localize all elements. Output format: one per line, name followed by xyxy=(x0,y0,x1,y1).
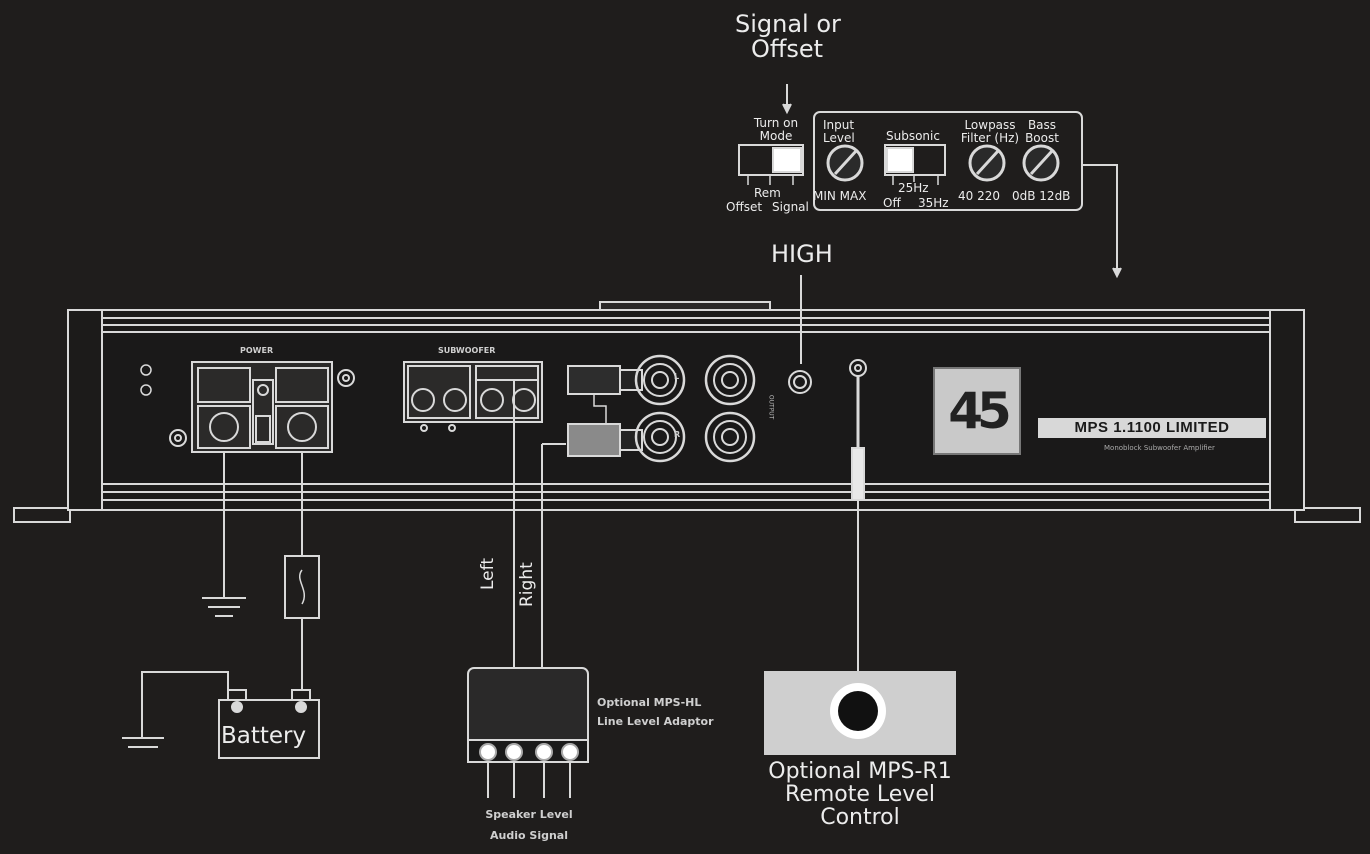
battery-label: Battery xyxy=(221,723,307,749)
offset-label: Offset xyxy=(726,200,763,214)
subsonic-switch xyxy=(884,144,946,176)
rca-plug-left xyxy=(567,365,621,395)
remote-label: Optional MPS-R1 Remote Level Control xyxy=(768,759,952,831)
battery-ground-wire xyxy=(141,671,229,738)
rca-l-label: L xyxy=(674,372,680,381)
remote-plug xyxy=(851,447,865,501)
subsonic-off-label: Off xyxy=(883,196,901,210)
rca-plug-right xyxy=(567,423,621,457)
left-wire-label: Left xyxy=(478,558,498,590)
subsonic-35hz-label: 35Hz xyxy=(918,196,949,210)
amp-top-bump xyxy=(599,301,771,311)
amp-left-foot xyxy=(13,507,71,523)
subsonic-label: Subsonic xyxy=(886,129,940,143)
brand-logo: 45 xyxy=(933,367,1021,455)
adaptor-label: Optional MPS-HL Line Level Adaptor xyxy=(597,696,714,728)
line-level-adaptor xyxy=(467,667,589,747)
mount-screw-2 xyxy=(337,369,355,387)
rca-output-right xyxy=(704,411,756,463)
bass-boost-label: Bass Boost xyxy=(1025,118,1059,145)
rem-label: Rem xyxy=(754,186,781,200)
subsonic-25hz-label: 25Hz xyxy=(898,181,929,195)
amp-right-foot xyxy=(1294,507,1361,523)
lowpass-knob xyxy=(968,144,1006,182)
rca-input-left xyxy=(634,354,686,406)
fuse xyxy=(284,555,320,619)
turn-on-mode-label: Turn on Mode xyxy=(753,116,799,143)
signal-or-offset-label: Signal or Offset xyxy=(735,10,841,64)
rca-r-label: R xyxy=(674,430,681,439)
high-label: HIGH xyxy=(771,240,833,268)
led-power xyxy=(140,364,152,376)
model-name: MPS 1.1100 LIMITED xyxy=(1038,418,1266,438)
panel-arrow xyxy=(1082,164,1118,272)
input-level-label: Input Level xyxy=(823,118,855,145)
right-wire-label: Right xyxy=(517,562,537,607)
high-input-jack xyxy=(788,370,812,394)
right-wire xyxy=(541,443,566,668)
lowpass-range-label: 40 220 xyxy=(958,189,1000,203)
mount-screw-1 xyxy=(169,429,187,447)
led-protect xyxy=(140,384,152,396)
subwoofer-label: SUBWOOFER xyxy=(438,346,496,355)
speaker-level-label: Speaker Level Audio Signal xyxy=(485,808,573,842)
model-subtitle: Monoblock Subwoofer Amplifier xyxy=(1104,444,1215,452)
power-label: POWER xyxy=(240,346,274,355)
lowpass-label: Lowpass Filter (Hz) xyxy=(960,118,1020,145)
turn-on-mode-switch xyxy=(738,144,804,176)
input-level-knob xyxy=(826,144,864,182)
rca-output-left xyxy=(704,354,756,406)
signal-label: Signal xyxy=(772,200,809,214)
bass-boost-knob xyxy=(1022,144,1060,182)
rca-input-right xyxy=(634,411,686,463)
control-panel xyxy=(813,111,1083,211)
min-max-label: MIN MAX xyxy=(813,189,867,203)
subwoofer-terminal-block xyxy=(403,361,543,423)
output-label: OUTPUT xyxy=(767,394,775,420)
bass-boost-range-label: 0dB 12dB xyxy=(1012,189,1071,203)
remote-knob xyxy=(838,691,878,731)
